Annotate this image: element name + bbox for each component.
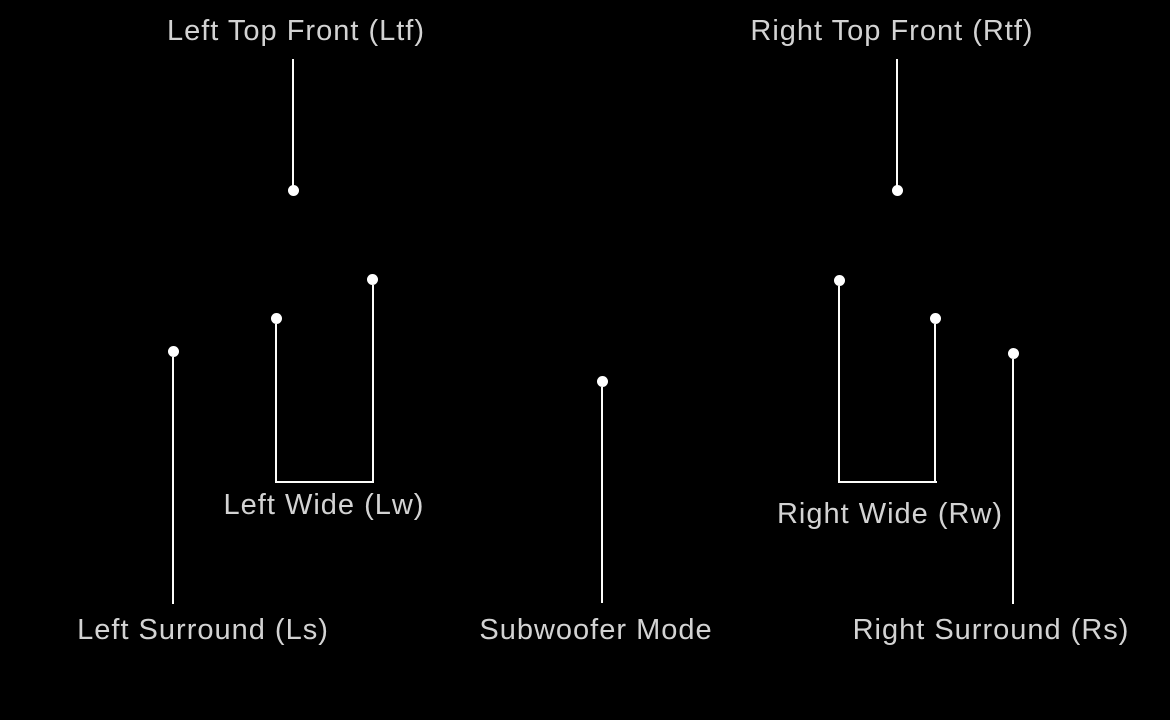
label-right-wide: Right Wide (Rw): [776, 498, 1004, 530]
leader-line-left-top-front: [292, 59, 294, 186]
label-left-surround: Left Surround (Ls): [77, 614, 329, 646]
dot-right-wide-inner: [834, 275, 845, 286]
label-left-wide: Left Wide (Lw): [223, 489, 425, 521]
dot-left-top-front: [288, 185, 299, 196]
leader-line-right-top-front: [896, 59, 898, 186]
leader-line-right-wide-outer: [934, 324, 936, 482]
leader-line-left-surround: [172, 357, 174, 604]
bracket-bottom-right-wide: [838, 481, 937, 483]
label-right-surround: Right Surround (Rs): [852, 614, 1130, 646]
leader-line-right-surround: [1012, 359, 1014, 604]
leader-line-left-wide-inner: [372, 285, 374, 482]
label-subwoofer-mode: Subwoofer Mode: [479, 614, 713, 646]
dot-left-surround: [168, 346, 179, 357]
dot-right-wide-outer: [930, 313, 941, 324]
leader-line-right-wide-inner: [838, 286, 840, 482]
label-right-top-front: Right Top Front (Rtf): [750, 15, 1034, 47]
leader-line-left-wide-outer: [275, 324, 277, 482]
dot-right-surround: [1008, 348, 1019, 359]
leader-line-subwoofer: [601, 387, 603, 603]
label-left-top-front: Left Top Front (Ltf): [166, 15, 426, 47]
dot-left-wide-outer: [271, 313, 282, 324]
bracket-bottom-left-wide: [275, 481, 374, 483]
dot-right-top-front: [892, 185, 903, 196]
dot-left-wide-inner: [367, 274, 378, 285]
dot-subwoofer: [597, 376, 608, 387]
